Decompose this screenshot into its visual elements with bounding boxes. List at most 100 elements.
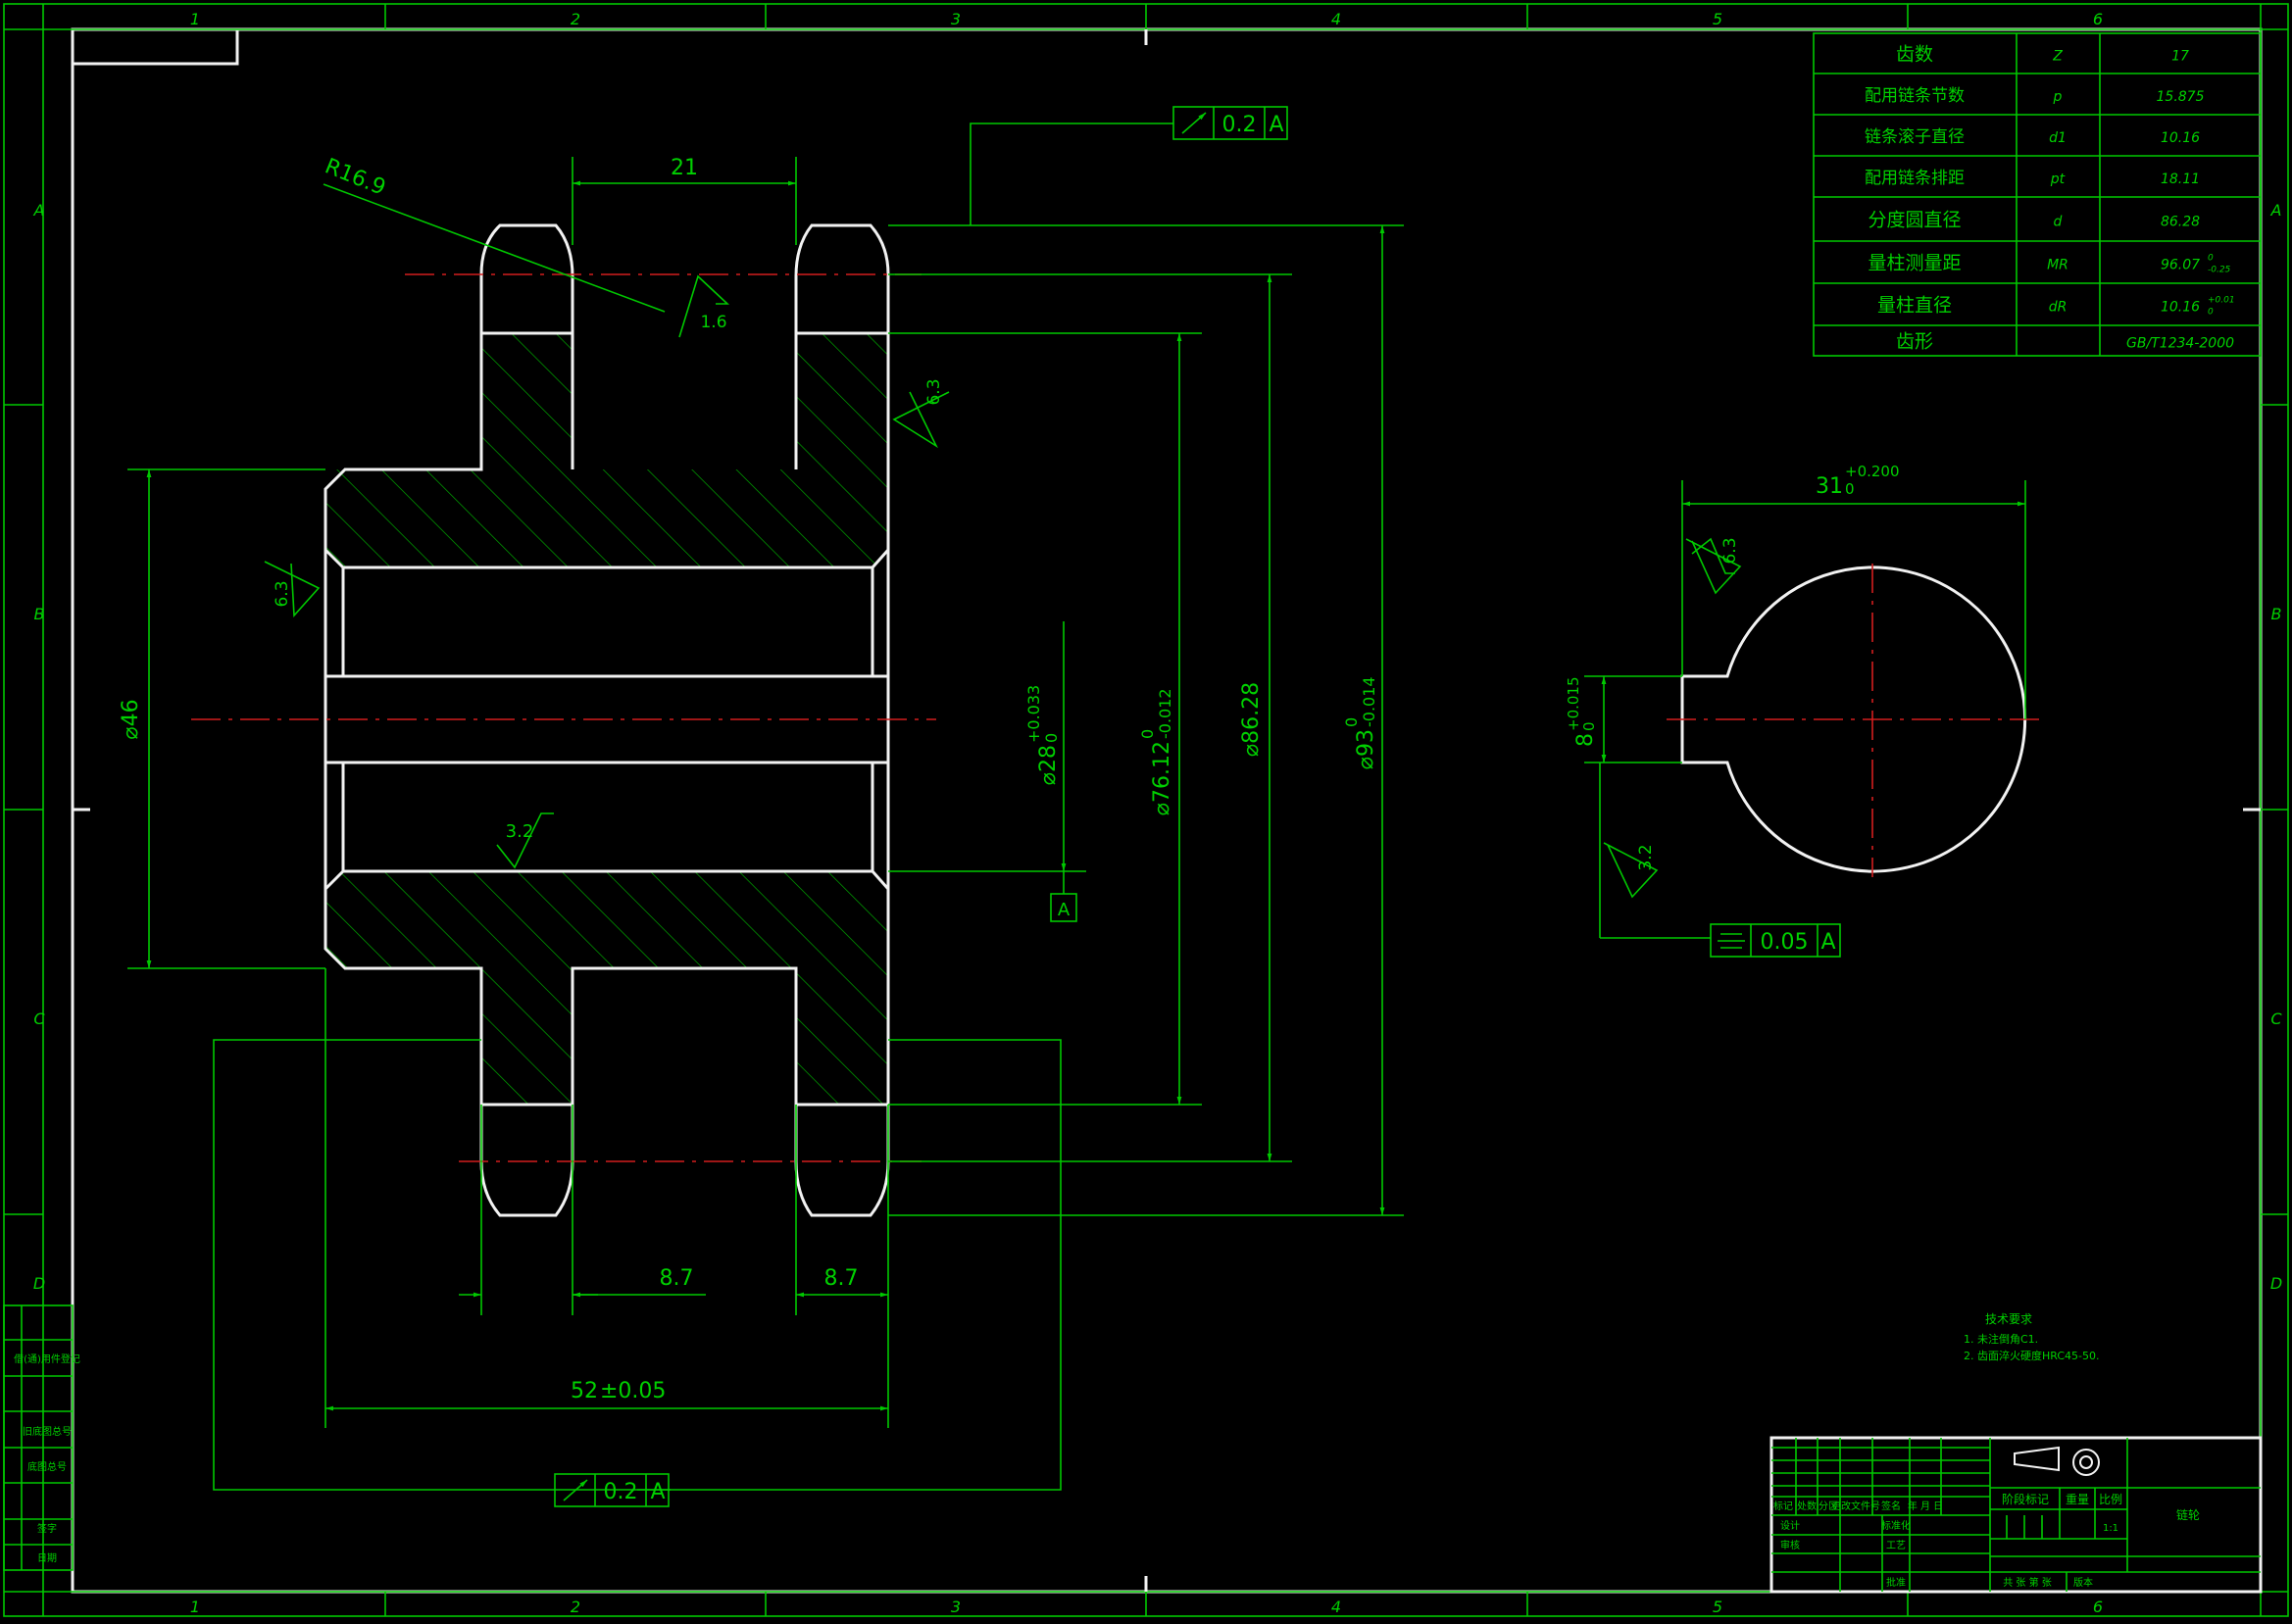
param-symbol-5: MR [2047,258,2068,273]
frame-row-c-right: C [2270,1009,2282,1028]
keyway-view: 31 +0.200 0 8 +0.015 0 6.3 3.2 0.05 A [1565,463,2044,958]
runout-top-datum: A [1269,113,1283,137]
tb-scale-value: 1:1 [2103,1523,2118,1534]
dim-bore-tol-lo: 0 [1042,733,1061,743]
tb-header-3: 分区 [1819,1501,1838,1512]
dim-93: ⌀93 [1354,729,1378,769]
dim-76-tol-up: 0 [1138,729,1157,739]
frame-row-d-right: D [2270,1274,2282,1293]
technical-notes: 技术要求 1. 未注倒角C1. 2. 齿面淬火硬度HRC45-50. [1964,1312,2100,1362]
tb-header-5: 签名 [1881,1500,1901,1512]
param-value-2: 10.16 [2161,130,2200,146]
dim-total: 52 [571,1379,598,1403]
symmetry-value: 0.05 [1761,930,1809,955]
param-symbol-2: d1 [2049,130,2067,146]
tb-version: 版本 [2073,1576,2093,1589]
tb-role-design: 设计 [1780,1519,1800,1532]
tb-stage-label: 阶段标记 [2002,1492,2049,1506]
frame-col-4-bottom: 4 [1331,1598,1341,1616]
key-width-tol-lo: 0 [1845,480,1855,498]
param-symbol-3: pt [2050,172,2066,187]
title-block: 标记 处数 分区 更改文件号 签名 年 月 日 设计 审核 工艺 标准化 批准 … [1769,1436,2263,1594]
frame-col-6: 6 [2093,10,2103,28]
frame-col-2: 2 [571,10,580,28]
key-rough-bottom: 3.2 [1636,844,1656,870]
tb-part-name: 链轮 [2176,1507,2200,1522]
param-value-5: 96.07 [2161,258,2200,273]
key-width-tol-up: +0.200 [1845,463,1900,480]
runout-bottom-value: 0.2 [604,1480,638,1504]
tb-header-2: 处数 [1797,1500,1817,1512]
param-name-7: 齿形 [1896,331,1933,353]
drawing-frame: 1 2 3 4 5 6 1 2 3 4 5 6 A B C D A B C D [3,3,2289,1617]
tb-role-review: 审核 [1780,1539,1800,1551]
tb-weight-label: 重量 [2066,1493,2089,1506]
side-label-3: 底图总号 [27,1460,67,1473]
frame-row-c: C [33,1009,45,1028]
param-sub-5: -0.25 [2208,266,2231,275]
param-symbol-6: dR [2049,300,2068,316]
frame-col-2-bottom: 2 [571,1598,580,1616]
frame-col-1: 1 [190,10,200,28]
frame-col-5: 5 [1713,10,1722,28]
dim-width-left: 8.7 [660,1266,694,1291]
rough-tooth: 1.6 [700,313,726,332]
tb-role-approve: 批准 [1886,1576,1906,1589]
param-name-5: 量柱测量距 [1868,253,1961,274]
frame-col-3-bottom: 3 [951,1598,961,1616]
param-name-2: 链条滚子直径 [1865,127,1965,147]
frame-row-d: D [33,1274,45,1293]
side-label-1: 借(通)用件登记 [14,1353,80,1365]
frame-row-a-right: A [2270,201,2282,220]
frame-col-1-bottom: 1 [190,1598,200,1616]
param-value-7: GB/T1234-2000 [2126,336,2234,352]
tb-scale-label: 比例 [2099,1493,2122,1506]
frame-row-b-right: B [2271,605,2282,623]
dim-hub-dia: ⌀46 [119,699,143,739]
rough-bore: 3.2 [506,821,534,842]
datum-a-label: A [1058,900,1071,920]
param-symbol-0: Z [2052,49,2063,65]
param-name-0: 齿数 [1896,44,1933,66]
dim-total-tol: ±0.05 [600,1379,666,1403]
notes-title: 技术要求 [1985,1312,2032,1326]
param-sup-6: +0.01 [2208,296,2235,306]
param-sub-6: 0 [2208,308,2214,318]
frame-col-3: 3 [951,10,961,28]
frame-col-4: 4 [1331,10,1341,28]
dim-76-tol-lo: -0.012 [1156,688,1174,739]
frame-col-5-bottom: 5 [1713,1598,1722,1616]
param-name-4: 分度圆直径 [1868,210,1961,231]
param-name-6: 量柱直径 [1877,295,1952,317]
key-width: 31 [1816,474,1843,499]
param-value-4: 86.28 [2161,215,2200,230]
tb-sheet-info: 共 张 第 张 [2003,1576,2052,1589]
dim-93-tol-up: 0 [1342,717,1361,727]
tb-role-process: 工艺 [1886,1540,1906,1551]
dim-radius: R16.9 [322,154,389,200]
param-value-1: 15.875 [2157,89,2205,105]
side-label-2: 旧底图总号 [23,1425,72,1438]
key-rough-top: 6.3 [1720,537,1740,564]
tb-header-6: 年 月 日 [1908,1500,1943,1512]
tb-header-4: 更改文件号 [1831,1500,1880,1512]
frame-col-6-bottom: 6 [2093,1598,2103,1616]
sprocket-section-view: R16.9 21 1.6 6.3 6.3 3.2 ⌀46 ⌀28 +0.033 … [119,106,1735,1507]
param-name-1: 配用链条节数 [1865,86,1965,106]
dim-86: ⌀86.28 [1239,682,1264,757]
notes-line-1: 1. 未注倒角C1. [1964,1332,2038,1346]
param-value-0: 17 [2171,49,2189,65]
dim-bore-tol-up: +0.033 [1024,685,1043,743]
param-symbol-4: d [2054,215,2063,230]
dim-93-tol-lo: -0.014 [1360,676,1378,727]
key-depth-tol-up: +0.015 [1565,676,1582,731]
tb-role-standard: 标准化 [1881,1519,1911,1532]
runout-top-value: 0.2 [1222,113,1257,137]
projection-symbol-icon [2014,1446,2100,1476]
side-label-4: 签字 [37,1522,57,1535]
runout-bottom-datum: A [650,1480,665,1504]
key-depth-tol-lo: 0 [1580,721,1598,731]
